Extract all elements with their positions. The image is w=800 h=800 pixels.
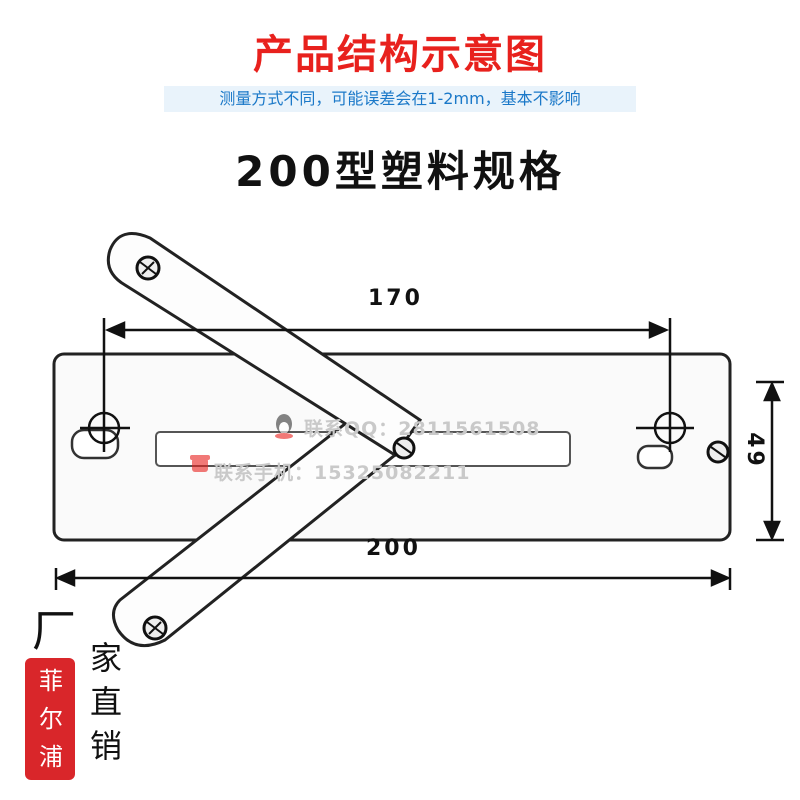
handwriting-char-2: 直	[89, 683, 122, 721]
subtitle-background	[164, 86, 636, 112]
handwriting-char-chang: 厂	[32, 606, 76, 657]
right-mount-slot	[636, 444, 674, 470]
watermark-phone: 联系手机：15325082211	[214, 462, 471, 484]
handwriting-char-3: 销	[89, 727, 122, 765]
subtitle-note: 测量方式不同，可能误差会在1-2mm，基本不影响	[219, 89, 581, 108]
dimension-arrow-170	[104, 321, 670, 339]
hole-mark-right	[636, 318, 694, 452]
screw-right	[706, 440, 730, 464]
brand-seal-text: 菲 尔 浦	[33, 662, 69, 776]
qq-penguin-icon	[275, 414, 293, 439]
seal-char-2: 尔	[39, 705, 63, 733]
handwriting-char-1: 家	[89, 639, 122, 677]
dimension-label-200: 200	[366, 536, 421, 561]
phone-icon	[190, 455, 210, 472]
watermark-qq: 联系QQ：2811561508	[304, 418, 541, 440]
screw-top	[135, 255, 161, 281]
handwriting-column: 家 直 销	[86, 636, 126, 768]
screw-middle	[392, 436, 416, 460]
brand-seal	[25, 658, 75, 780]
page-title: 产品结构示意图	[253, 32, 547, 78]
screw-bottom	[142, 615, 168, 641]
lower-arm	[112, 418, 398, 648]
dimension-arrow-49	[756, 380, 784, 542]
hole-mark-left	[80, 318, 130, 452]
spec-heading: 200型塑料规格	[235, 147, 565, 196]
seal-char-1: 菲	[39, 667, 63, 695]
dimension-arrow-200	[54, 568, 732, 590]
left-mount-slot	[70, 428, 120, 460]
dimension-label-49: 49	[741, 432, 767, 469]
dimension-label-170: 170	[368, 286, 423, 311]
seal-char-3: 浦	[39, 743, 63, 771]
